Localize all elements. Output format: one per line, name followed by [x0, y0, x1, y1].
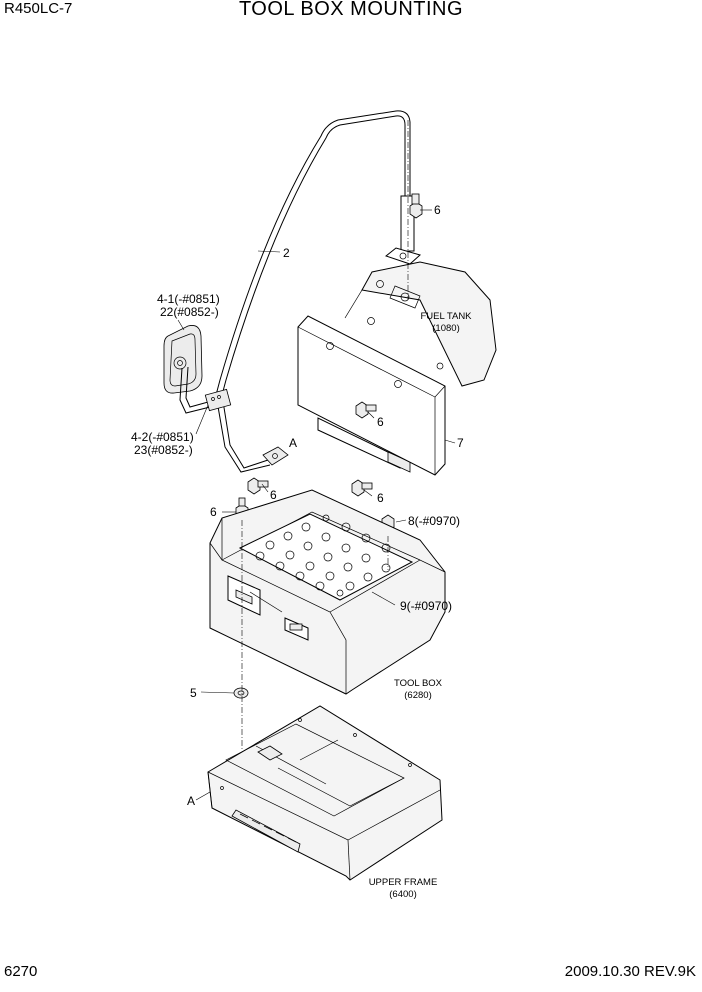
cover-plate	[297, 315, 446, 476]
mirror-arm	[179, 366, 232, 414]
mirror-bracket	[262, 446, 289, 466]
bolt-mirror-base	[247, 477, 269, 495]
callout-6-left: 6	[210, 505, 217, 519]
bolts	[235, 193, 423, 537]
mat-holes	[255, 514, 391, 597]
upper-frame	[207, 705, 443, 881]
callout-4-1: 4-1(-#0851)	[157, 292, 220, 306]
callout-22: 22(#0852-)	[160, 305, 219, 319]
callout-6-mirror-bolt: 6	[270, 488, 277, 502]
upper-frame-label: UPPER FRAME	[369, 877, 438, 888]
tool-box-mat	[238, 513, 414, 601]
tool-box-label: TOOL BOX	[394, 678, 443, 689]
fuel-tank-code: (1080)	[432, 323, 459, 334]
callout-a-upper: A	[289, 436, 297, 450]
callout-5: 5	[190, 686, 197, 700]
callout-6-right: 6	[377, 491, 384, 505]
reference-labels: FUEL TANK (1080) TOOL BOX (6280) UPPER F…	[369, 311, 472, 900]
revision-date: 2009.10.30 REV.9K	[564, 963, 696, 980]
callout-6-cover: 6	[377, 415, 384, 429]
fuel-tank-label: FUEL TANK	[420, 311, 472, 322]
bolt-pipe-top	[409, 193, 423, 219]
model-number: R450LC-7	[4, 0, 73, 17]
callout-6-top: 6	[434, 203, 441, 217]
callout-a-lower: A	[187, 794, 195, 808]
upper-frame-code: (6400)	[389, 889, 416, 900]
washer	[233, 687, 249, 699]
callout-2: 2	[283, 246, 290, 260]
callout-7: 7	[457, 436, 464, 450]
centerlines	[241, 120, 409, 750]
rear-view-mirror	[163, 325, 203, 394]
tool-box-code: (6280)	[404, 690, 431, 701]
callout-23: 23(#0852-)	[134, 443, 193, 457]
bolt-cover-lower	[351, 479, 373, 497]
callout-4-2: 4-2(-#0851)	[131, 430, 194, 444]
fuel-tank	[344, 261, 497, 387]
leader-lines	[177, 209, 456, 801]
page-number: 6270	[4, 963, 38, 980]
page-title: TOOL BOX MOUNTING	[238, 0, 464, 20]
callout-8: 8(-#0970)	[408, 514, 460, 528]
mirror-stay-pipe	[215, 110, 422, 473]
callout-9: 9(-#0970)	[400, 599, 452, 613]
bolt-cover-upper	[355, 401, 377, 419]
callouts: 6 2 4-1(-#0851) 22(#0852-) 4-2(-#0851) 2…	[131, 203, 464, 808]
